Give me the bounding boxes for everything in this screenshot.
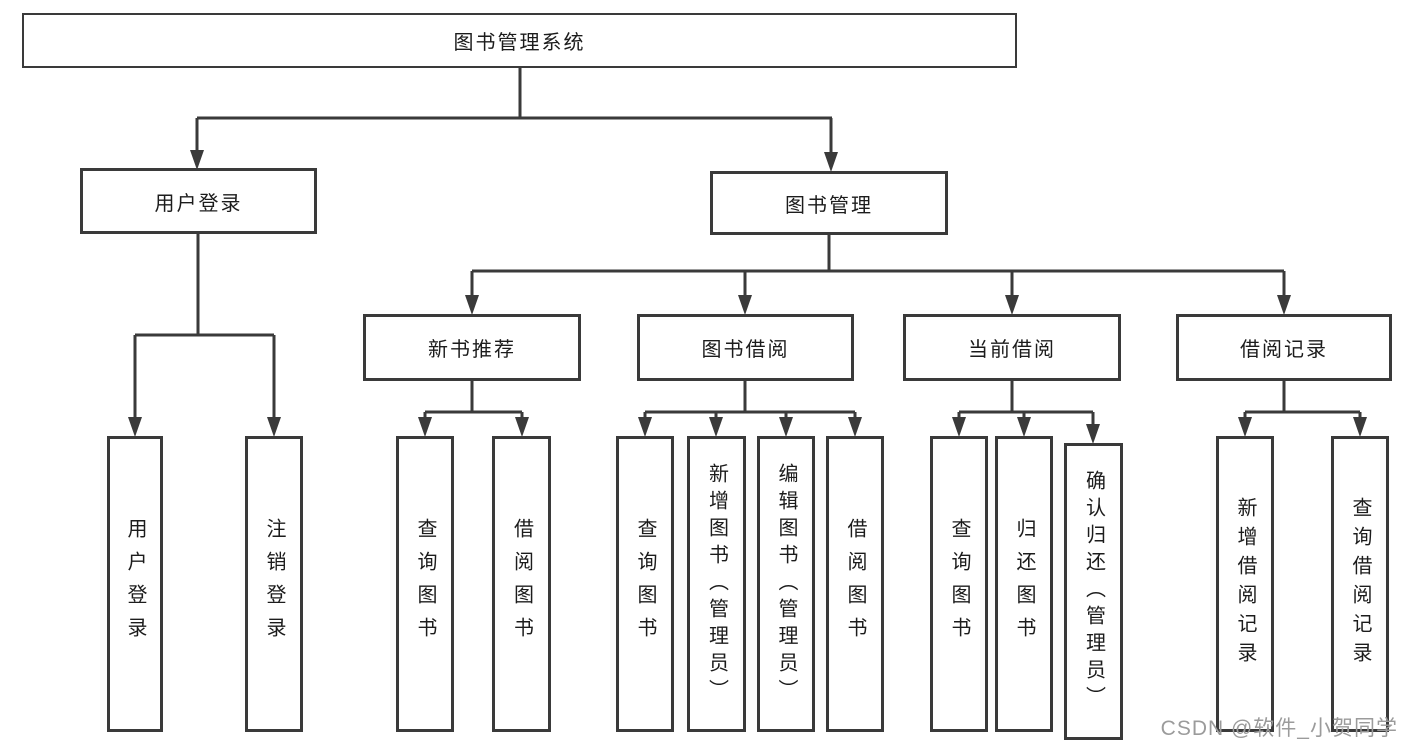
arrowhead bbox=[848, 417, 862, 437]
leaf-add-book-admin: 新增图书（管理员） bbox=[687, 436, 746, 732]
arrowhead bbox=[638, 417, 652, 437]
leaf-confirm-return-admin: 确认归还（管理员） bbox=[1064, 443, 1123, 740]
arrowhead bbox=[1277, 295, 1291, 315]
leaf-edit-book-admin: 编辑图书（管理员） bbox=[757, 436, 815, 732]
arrowhead bbox=[1238, 417, 1252, 437]
leaf-recommend-borrow-book: 借阅图书 bbox=[492, 436, 551, 732]
connector-user-login-branch bbox=[133, 233, 276, 420]
leaf-borrow-borrow-book: 借阅图书 bbox=[826, 436, 884, 732]
connector-book-borrow-branch bbox=[643, 381, 857, 420]
csdn-watermark: CSDN @软件_小贺同学 bbox=[1160, 717, 1398, 740]
leaf-query-borrow-record: 查询借阅记录 bbox=[1331, 436, 1389, 732]
arrowhead bbox=[1086, 424, 1100, 444]
arrowhead bbox=[1005, 295, 1019, 315]
arrowhead bbox=[515, 417, 529, 437]
arrowhead bbox=[267, 417, 281, 437]
leaf-user-login: 用户登录 bbox=[107, 436, 163, 732]
arrowhead bbox=[824, 152, 838, 172]
connector-book-mgmt-branch bbox=[470, 234, 1286, 297]
leaf-return-book: 归还图书 bbox=[995, 436, 1053, 732]
leaf-add-borrow-record: 新增借阅记录 bbox=[1216, 436, 1274, 732]
arrowhead bbox=[1017, 417, 1031, 437]
connector-current-borrow-branch bbox=[957, 381, 1095, 426]
leaf-borrow-query-book: 查询图书 bbox=[616, 436, 674, 732]
arrowhead bbox=[738, 295, 752, 315]
connector-root-branch bbox=[195, 67, 833, 154]
leaf-logout: 注销登录 bbox=[245, 436, 303, 732]
connector-new-book-rec-branch bbox=[423, 381, 524, 420]
arrowhead bbox=[465, 295, 479, 315]
leaf-recommend-query-book: 查询图书 bbox=[396, 436, 454, 732]
node-new-book-recommend: 新书推荐 bbox=[363, 314, 581, 381]
arrowhead bbox=[952, 417, 966, 437]
arrowhead bbox=[128, 417, 142, 437]
arrowhead bbox=[709, 417, 723, 437]
arrowhead bbox=[779, 417, 793, 437]
node-root-library-system: 图书管理系统 bbox=[22, 13, 1017, 68]
node-user-login: 用户登录 bbox=[80, 168, 317, 234]
arrowhead bbox=[190, 150, 204, 170]
node-book-management: 图书管理 bbox=[710, 171, 948, 235]
node-current-borrow: 当前借阅 bbox=[903, 314, 1121, 381]
connector-borrow-records-branch bbox=[1243, 381, 1362, 420]
leaf-current-query-book: 查询图书 bbox=[930, 436, 988, 732]
node-book-borrow: 图书借阅 bbox=[637, 314, 854, 381]
arrowhead bbox=[418, 417, 432, 437]
arrowhead bbox=[1353, 417, 1367, 437]
node-borrow-records: 借阅记录 bbox=[1176, 314, 1392, 381]
